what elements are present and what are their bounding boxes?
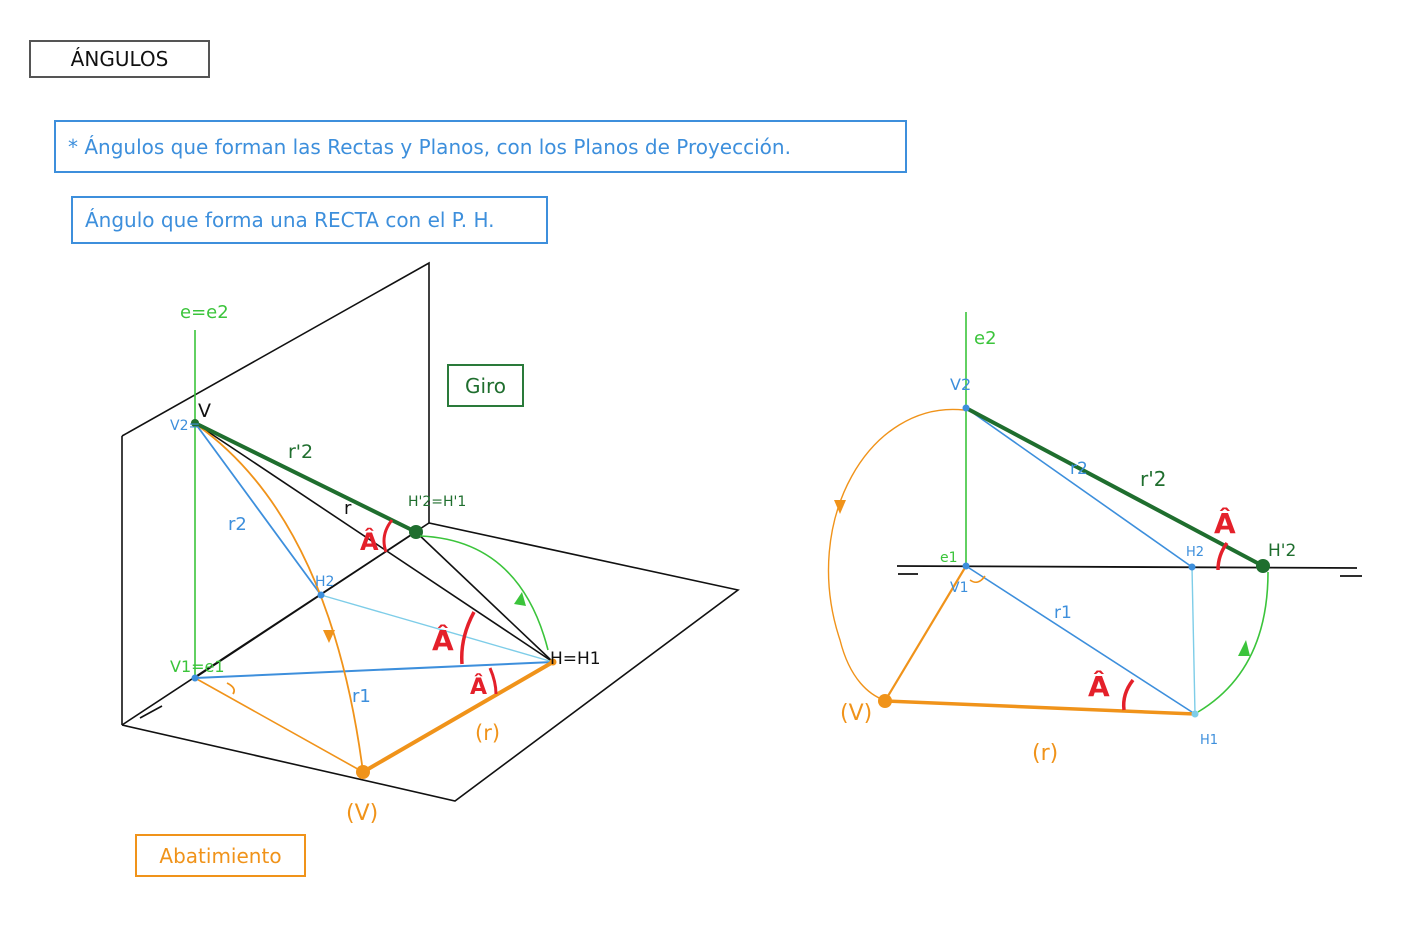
abatimiento-box: Abatimiento: [135, 834, 306, 877]
point-v: [191, 419, 199, 427]
line-r1: [194, 661, 554, 679]
giro-box: Giro: [447, 364, 524, 407]
label-r: r: [344, 498, 352, 519]
line-v1-to-v-folded: [884, 565, 967, 702]
title-box: ÁNGULOS: [29, 40, 210, 78]
arc-rotation: [419, 535, 549, 651]
right-angle-mark: [226, 682, 236, 695]
arc-rotation-arrow: [514, 592, 526, 606]
label-r1: r1: [1054, 603, 1072, 623]
arc-folding: [196, 424, 364, 773]
left-figure: e=e2 V V2= r'2 r r2 H'2=H'1 Â H2 Â V1=e1…: [121, 261, 740, 826]
label-e-axis: e=e2: [180, 302, 229, 323]
label-angle-a1: Â: [360, 527, 379, 556]
label-v-folded: (V): [840, 701, 872, 726]
label-r2: r2: [1070, 459, 1088, 479]
label-h1: H1: [1200, 733, 1218, 748]
label-angle-a3: Â: [470, 674, 487, 700]
right-figure: e2 V2 r2 r'2 Â H2 H'2 e1 V1 r1 Â (V) H1 …: [827, 312, 1362, 766]
label-v1: V1: [950, 580, 968, 596]
label-r1: r1: [352, 686, 371, 707]
line-v-to-h: [194, 422, 554, 663]
arc-folding-arrow: [323, 630, 335, 643]
line-v1-to-h2prime: [194, 531, 417, 679]
line-r2-prime: [965, 406, 1264, 568]
point-v1: [962, 562, 970, 570]
label-r2: r2: [228, 514, 247, 535]
label-h2-prime: H'2: [1268, 541, 1296, 561]
label-v: V: [198, 400, 211, 422]
ground-line-mark: [139, 705, 163, 719]
label-angle-a2: Â: [1088, 669, 1110, 703]
point-h1: [1191, 710, 1199, 718]
line-r-folded: [884, 699, 1196, 716]
arc-rotation: [1197, 571, 1269, 713]
right-angle-mark: [969, 575, 986, 584]
line-r2: [965, 407, 1193, 568]
subtitle-text: * Ángulos que forman las Rectas y Planos…: [68, 134, 791, 159]
point-h2-prime: [1256, 559, 1270, 573]
label-v2: V2: [950, 375, 971, 394]
section-box: Ángulo que forma una RECTA con el P. H.: [71, 196, 548, 244]
giro-label: Giro: [464, 373, 507, 398]
label-h2: H2: [1186, 545, 1204, 560]
angle-mark-3: [488, 667, 498, 695]
label-r2-prime: r'2: [1140, 467, 1166, 491]
ground-line: [896, 565, 1358, 569]
line-h2-to-h1: [1191, 566, 1196, 715]
arc-folding: [827, 408, 965, 701]
label-e2: e2: [974, 328, 997, 349]
vertical-plane: [121, 261, 430, 523]
label-v2: V2=: [170, 418, 200, 434]
section-text: Ángulo que forma una RECTA con el P. H.: [85, 208, 495, 232]
line-v1-to-v-folded: [194, 677, 364, 773]
line-h2-to-h1: [320, 594, 554, 663]
point-h2: [317, 591, 325, 599]
label-v1: V1=e1: [170, 657, 225, 676]
label-h2-prime: H'2=H'1: [408, 494, 466, 510]
line-r2: [194, 422, 322, 596]
point-h2-prime: [409, 525, 423, 539]
label-angle-a2: Â: [432, 623, 454, 657]
line-h2prime-to-h: [415, 531, 554, 663]
subtitle-box: * Ángulos que forman las Rectas y Planos…: [54, 120, 907, 173]
label-r-folded: (r): [475, 721, 500, 745]
point-v-folded: [878, 694, 892, 708]
label-h2: H2: [315, 574, 334, 590]
label-r2-prime: r'2: [288, 441, 313, 463]
arc-rotation-arrow: [1238, 640, 1250, 656]
point-h: [549, 658, 557, 666]
point-v2: [962, 404, 970, 412]
angle-mark-1: [382, 519, 394, 553]
angle-mark-1: [1216, 541, 1229, 571]
line-r-folded: [361, 660, 555, 774]
label-h: H=H1: [550, 649, 601, 669]
label-angle-a1: Â: [1214, 506, 1236, 540]
point-h2: [1188, 563, 1196, 571]
page-title: ÁNGULOS: [70, 47, 169, 71]
angle-mark-2: [1121, 678, 1135, 711]
label-v-folded: (V): [346, 801, 378, 826]
point-v-folded: [356, 765, 370, 779]
abatimiento-label: Abatimiento: [159, 843, 282, 868]
label-r-folded: (r): [1032, 741, 1058, 766]
arc-folding-arrow: [834, 500, 846, 514]
line-r1: [965, 565, 1196, 715]
point-v1: [191, 674, 199, 682]
label-e1: e1: [940, 550, 958, 566]
angle-mark-2: [460, 611, 476, 665]
line-r2-prime: [194, 421, 417, 534]
